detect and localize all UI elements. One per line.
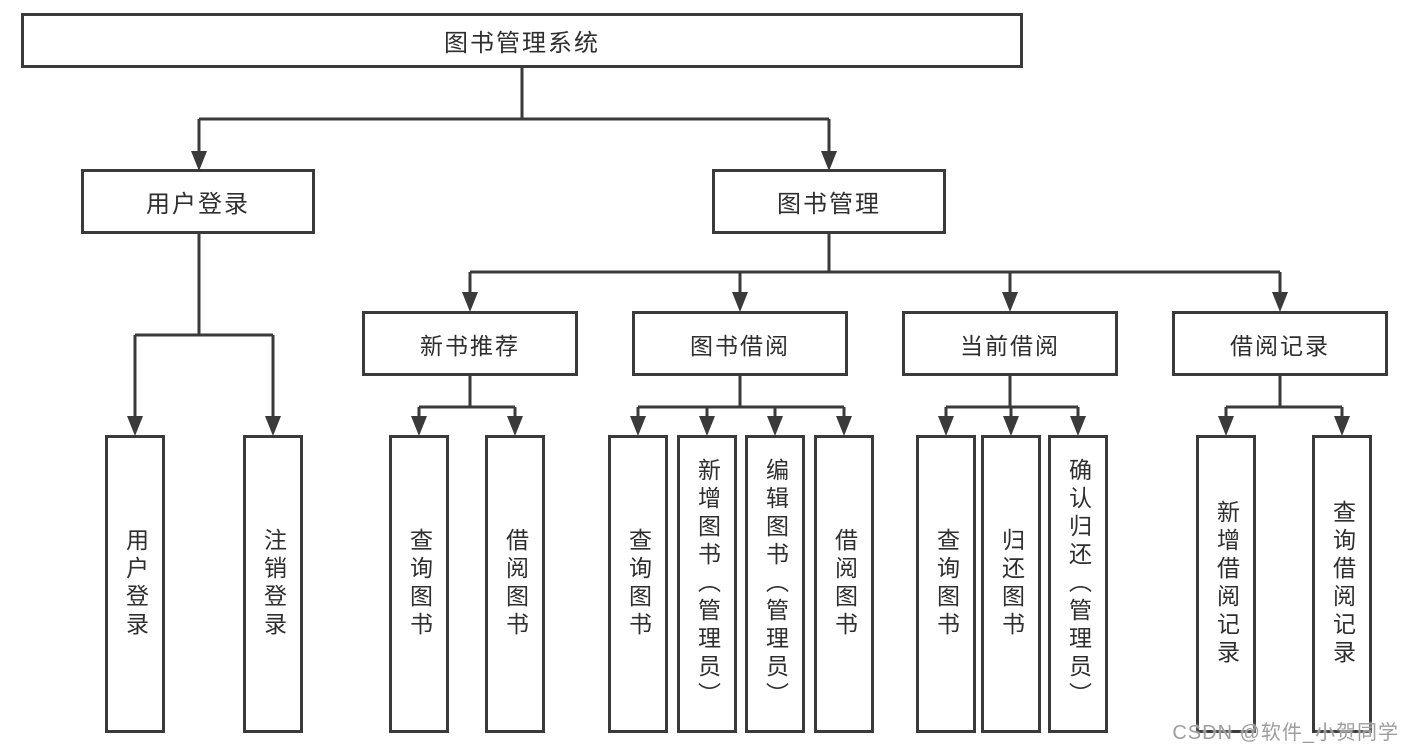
leaf-logout-label: 注销登录 <box>260 528 287 640</box>
leaf-add-borrow-record-label: 新增借阅记录 <box>1213 500 1240 668</box>
node-root-label: 图书管理系统 <box>444 30 600 57</box>
leaf-borrow-books: 借阅图书 <box>814 435 874 733</box>
leaf-logout: 注销登录 <box>243 435 303 733</box>
leaf-return-books: 归还图书 <box>981 435 1041 733</box>
node-book-management-label: 图书管理 <box>777 191 881 218</box>
leaf-add-books-admin: 新增图书（管理员） <box>677 435 737 733</box>
leaf-query-books-borrowing: 查询图书 <box>608 435 668 733</box>
leaf-query-books-current: 查询图书 <box>916 435 976 733</box>
leaf-edit-books-admin-label: 编辑图书（管理员） <box>762 458 789 710</box>
leaf-query-books-current-label: 查询图书 <box>933 528 960 640</box>
leaf-user-login: 用户登录 <box>105 435 165 733</box>
leaf-confirm-return-admin: 确认归还（管理员） <box>1048 435 1108 733</box>
leaf-query-borrow-record-label: 查询借阅记录 <box>1329 500 1356 668</box>
node-borrowing-records-label: 借阅记录 <box>1230 332 1330 359</box>
leaf-confirm-return-admin-label: 确认归还（管理员） <box>1065 458 1092 710</box>
node-book-borrowing: 图书借阅 <box>632 311 848 376</box>
node-current-borrowing: 当前借阅 <box>902 311 1118 376</box>
node-new-book-recommend-label: 新书推荐 <box>420 332 520 359</box>
leaf-query-books-borrowing-label: 查询图书 <box>625 528 652 640</box>
node-new-book-recommend: 新书推荐 <box>362 311 578 376</box>
node-current-borrowing-label: 当前借阅 <box>960 332 1060 359</box>
node-root-library-management-system: 图书管理系统 <box>21 13 1023 68</box>
csdn-watermark: CSDN @软件_小贺同学 <box>1172 722 1399 744</box>
leaf-user-login-label: 用户登录 <box>122 528 149 640</box>
leaf-edit-books-admin: 编辑图书（管理员） <box>745 435 805 733</box>
leaf-borrow-books-recommend-label: 借阅图书 <box>502 528 529 640</box>
node-borrowing-records: 借阅记录 <box>1172 311 1388 376</box>
node-book-management: 图书管理 <box>712 169 946 234</box>
leaf-borrow-books-recommend: 借阅图书 <box>485 435 545 733</box>
leaf-add-borrow-record: 新增借阅记录 <box>1196 435 1256 733</box>
node-book-borrowing-label: 图书借阅 <box>690 332 790 359</box>
leaf-add-books-admin-label: 新增图书（管理员） <box>694 458 721 710</box>
node-user-login-label: 用户登录 <box>146 191 250 218</box>
leaf-return-books-label: 归还图书 <box>998 528 1025 640</box>
node-user-login: 用户登录 <box>81 169 315 234</box>
leaf-borrow-books-label: 借阅图书 <box>831 528 858 640</box>
leaf-query-books-recommend: 查询图书 <box>389 435 449 733</box>
leaf-query-borrow-record: 查询借阅记录 <box>1312 435 1372 733</box>
leaf-query-books-recommend-label: 查询图书 <box>406 528 433 640</box>
